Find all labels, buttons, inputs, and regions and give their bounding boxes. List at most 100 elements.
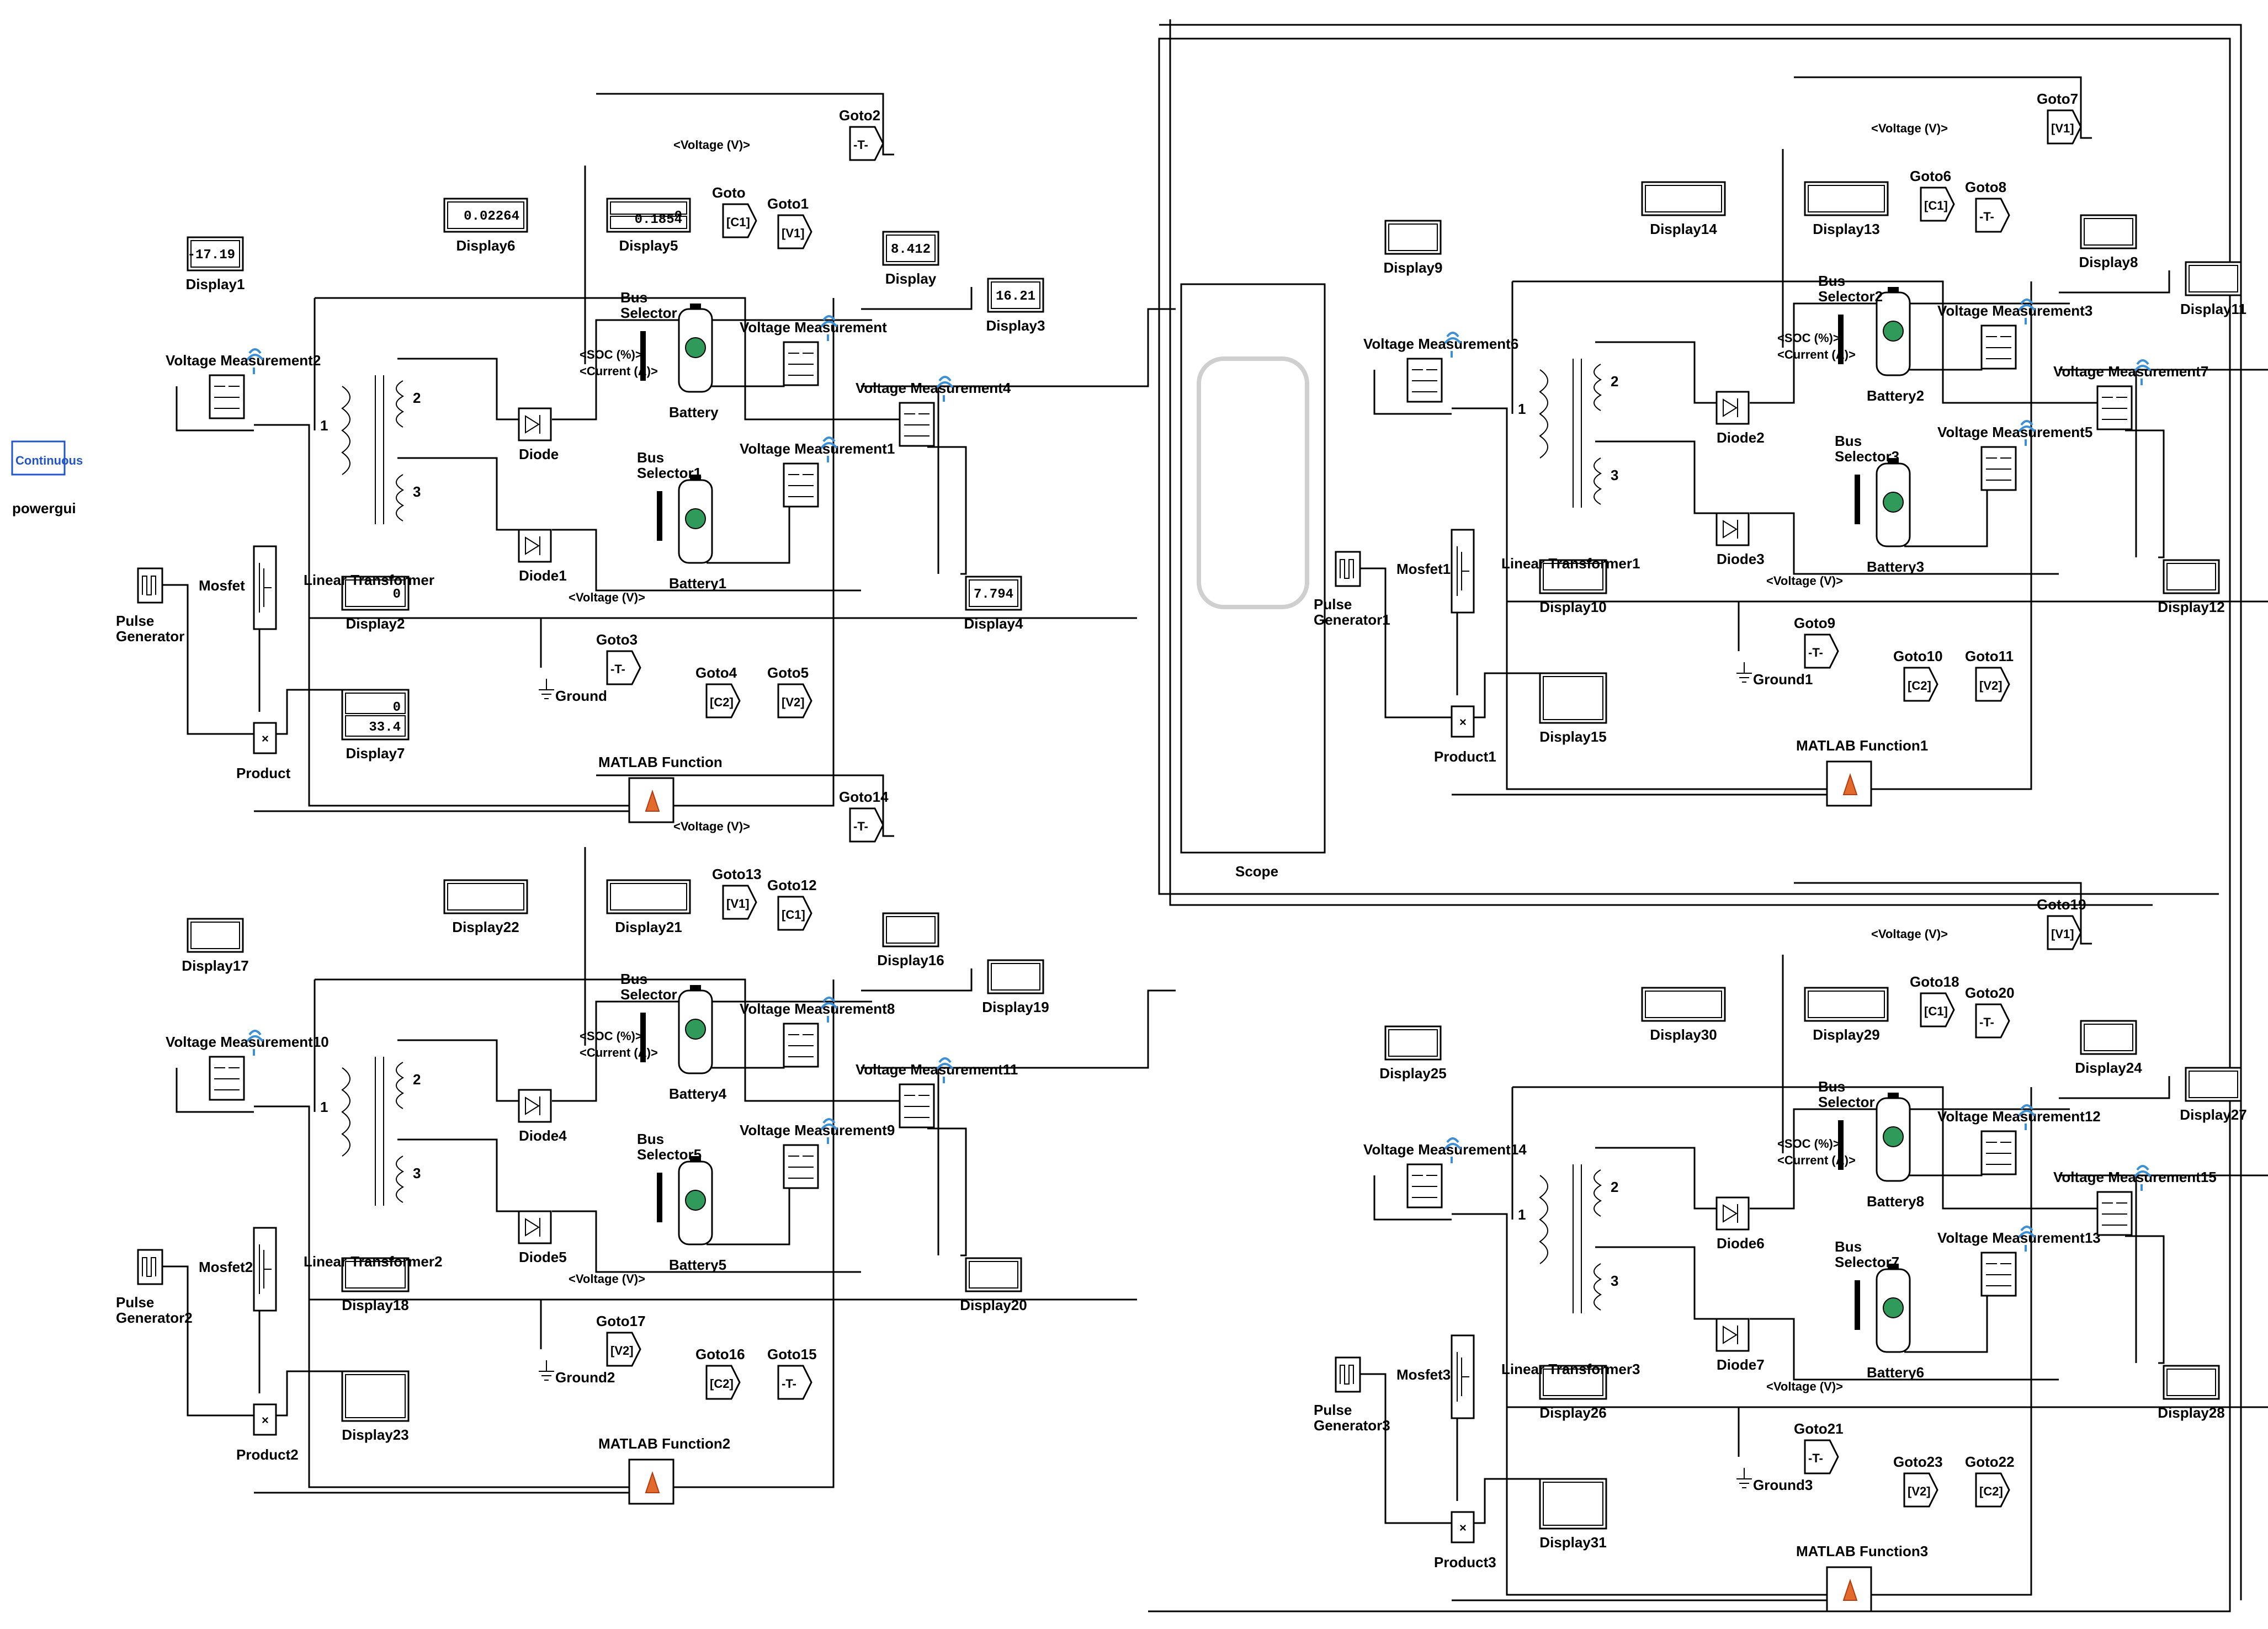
voltage-measurement-block[interactable]: Voltage Measurement bbox=[740, 315, 887, 386]
display-block-display28[interactable]: Display28 bbox=[2158, 1365, 2225, 1421]
voltage-measurement-block[interactable]: Voltage Measurement8 bbox=[740, 997, 895, 1068]
display-block-display25[interactable]: Display25 bbox=[1379, 1025, 1447, 1082]
display-block-display8[interactable]: Display8 bbox=[2079, 214, 2138, 270]
battery-block[interactable]: Battery8 bbox=[1867, 1093, 1924, 1210]
display-block-display20[interactable]: Display20 bbox=[960, 1257, 1027, 1313]
goto-block-goto2[interactable]: -T-Goto2 bbox=[839, 107, 884, 161]
diode-block[interactable]: Diode6 bbox=[1715, 1196, 1765, 1252]
voltage-measurement-block[interactable]: Voltage Measurement7 bbox=[2053, 359, 2208, 430]
display-block-display19[interactable]: Display19 bbox=[982, 959, 1049, 1015]
voltage-measurement-block[interactable]: Voltage Measurement10 bbox=[166, 1030, 329, 1101]
goto-block-goto8[interactable]: -T-Goto8 bbox=[1965, 179, 2010, 233]
voltage-measurement-block[interactable]: Voltage Measurement2 bbox=[166, 348, 321, 419]
diode-block[interactable]: Diode1 bbox=[518, 529, 567, 584]
goto-block-goto18[interactable]: [C1]Goto18 bbox=[1910, 973, 1959, 1028]
powergui-block[interactable]: Continuous powergui bbox=[11, 440, 83, 517]
voltage-measurement-block[interactable]: Voltage Measurement3 bbox=[1937, 299, 2092, 370]
voltage-measurement-block[interactable]: Voltage Measurement13 bbox=[1937, 1226, 2101, 1297]
display-block-display27[interactable]: Display27 bbox=[2180, 1067, 2247, 1123]
ground-block[interactable]: Ground1 bbox=[1736, 662, 1813, 688]
goto-block-goto22[interactable]: [C2]Goto22 bbox=[1965, 1454, 2015, 1508]
goto-block-goto10[interactable]: [C2]Goto10 bbox=[1893, 648, 1943, 702]
diode-block[interactable]: Diode bbox=[518, 407, 559, 462]
matlab-function-block[interactable]: MATLAB Function2 bbox=[598, 1435, 730, 1505]
diode-block[interactable]: Diode3 bbox=[1715, 512, 1765, 567]
battery-block[interactable]: Battery3 bbox=[1867, 458, 1924, 575]
display-block-display10[interactable]: Display10 bbox=[1539, 559, 1607, 615]
ground-block[interactable]: Ground2 bbox=[539, 1360, 615, 1386]
goto-block-goto5[interactable]: [V2]Goto5 bbox=[767, 664, 812, 718]
matlab-function-block[interactable]: MATLAB Function bbox=[598, 754, 723, 823]
display-block-display13[interactable]: Display13 bbox=[1804, 181, 1889, 237]
goto-block-goto11[interactable]: [V2]Goto11 bbox=[1965, 648, 2014, 702]
ground-block[interactable]: Ground bbox=[539, 679, 607, 704]
battery-block[interactable]: Battery2 bbox=[1867, 287, 1924, 404]
goto-block-goto4[interactable]: [C2]Goto4 bbox=[695, 664, 741, 718]
voltage-measurement-block[interactable]: Voltage Measurement14 bbox=[1363, 1137, 1527, 1209]
goto-block-goto17[interactable]: [V2]Goto17 bbox=[596, 1313, 646, 1367]
matlab-function-block[interactable]: MATLAB Function3 bbox=[1796, 1543, 1928, 1612]
scope-block[interactable]: Scope bbox=[1180, 283, 1326, 880]
battery-block[interactable]: Battery1 bbox=[669, 475, 726, 592]
goto-block-goto7[interactable]: [V1]Goto7 bbox=[2037, 91, 2082, 145]
display-block-display29[interactable]: Display29 bbox=[1804, 987, 1889, 1043]
diode-block[interactable]: Diode5 bbox=[518, 1210, 567, 1265]
goto-block-goto15[interactable]: -T-Goto15 bbox=[767, 1346, 817, 1400]
display-block-display11[interactable]: Display11 bbox=[2180, 261, 2246, 317]
voltage-measurement-block[interactable]: Voltage Measurement9 bbox=[740, 1118, 895, 1189]
display-block-display12[interactable]: Display12 bbox=[2158, 559, 2225, 615]
display-block-display21[interactable]: Display21 bbox=[606, 879, 691, 935]
goto-block-goto1[interactable]: [V1]Goto1 bbox=[767, 195, 812, 249]
voltage-measurement-block[interactable]: Voltage Measurement4 bbox=[856, 376, 1011, 447]
display-block-display16[interactable]: Display16 bbox=[877, 912, 944, 968]
goto-block-goto19[interactable]: [V1]Goto19 bbox=[2037, 896, 2086, 950]
battery-block[interactable]: Battery5 bbox=[669, 1156, 726, 1273]
diode-block[interactable]: Diode4 bbox=[518, 1089, 567, 1144]
diode-block[interactable]: Diode7 bbox=[1715, 1318, 1765, 1373]
display-block-display31[interactable]: Display31 bbox=[1539, 1478, 1607, 1551]
display-block-display14[interactable]: Display14 bbox=[1641, 181, 1726, 237]
ground-block[interactable]: Ground3 bbox=[1736, 1468, 1813, 1493]
battery-block[interactable]: Battery bbox=[669, 304, 719, 420]
goto-block-goto16[interactable]: [C2]Goto16 bbox=[695, 1346, 745, 1400]
display-block-display30[interactable]: Display30 bbox=[1641, 987, 1726, 1043]
goto-block-goto9[interactable]: -T-Goto9 bbox=[1794, 615, 1839, 669]
goto-block-goto12[interactable]: [C1]Goto12 bbox=[767, 877, 817, 931]
product-block[interactable]: ×Product3 bbox=[1434, 1511, 1496, 1571]
product-block[interactable]: ×Product2 bbox=[236, 1403, 299, 1463]
mosfet-block[interactable]: Mosfet bbox=[199, 545, 277, 630]
battery-block[interactable]: Battery6 bbox=[1867, 1264, 1924, 1381]
display-block-display17[interactable]: Display17 bbox=[182, 918, 249, 974]
mosfet-block[interactable]: Mosfet3 bbox=[1396, 1334, 1475, 1419]
display-block-display9[interactable]: Display9 bbox=[1384, 220, 1443, 276]
product-block[interactable]: ×Product bbox=[236, 722, 291, 781]
voltage-measurement-block[interactable]: Voltage Measurement12 bbox=[1937, 1104, 2101, 1175]
goto-block-goto[interactable]: [C1]Goto bbox=[712, 184, 757, 238]
display-block-display22[interactable]: Display22 bbox=[443, 879, 528, 935]
goto-block-goto3[interactable]: -T-Goto3 bbox=[596, 631, 641, 685]
goto-block-goto21[interactable]: -T-Goto21 bbox=[1794, 1420, 1844, 1474]
goto-block-goto13[interactable]: [V1]Goto13 bbox=[712, 866, 762, 920]
display-block-display23[interactable]: Display23 bbox=[341, 1370, 410, 1443]
